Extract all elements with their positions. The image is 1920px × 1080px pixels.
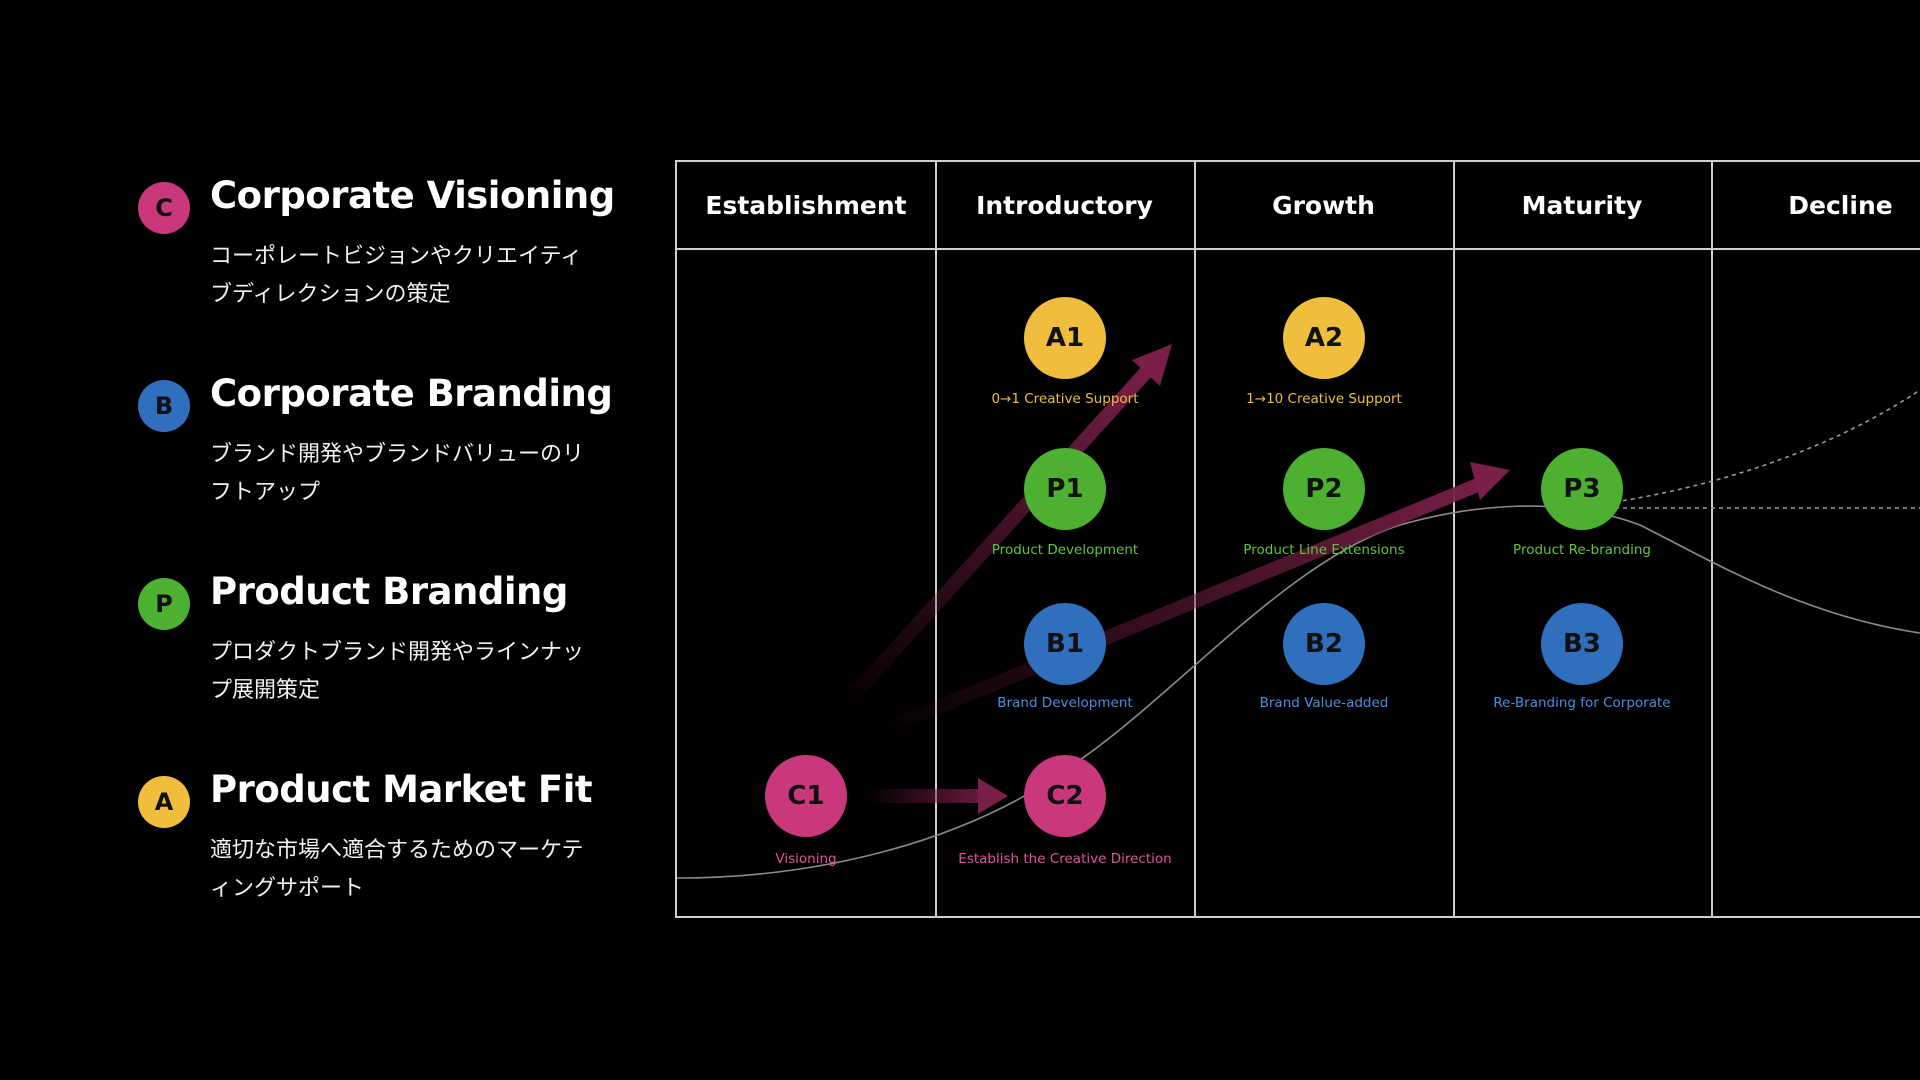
node-a2-label: 1→10 Creative Support	[1246, 391, 1402, 407]
node-p3: P3	[1541, 448, 1623, 530]
node-c2-label: Establish the Creative Direction	[958, 851, 1172, 867]
node-p2: P2	[1283, 448, 1365, 530]
lifecycle-curve	[676, 505, 1920, 879]
badge-c: C	[138, 182, 190, 234]
node-c1: C1	[765, 755, 847, 837]
node-a1: A1	[1024, 297, 1106, 379]
lifecycle-table: Establishment Introductory Growth Maturi…	[675, 160, 1920, 918]
node-b2-label: Brand Value-added	[1259, 695, 1389, 711]
node-b2: B2	[1283, 603, 1365, 685]
column-divider	[1453, 162, 1455, 916]
legend-description: 適切な市場へ適合するためのマーケティングサポート	[210, 838, 584, 901]
header-divider	[677, 248, 1920, 250]
node-a1-label: 0→1 Creative Support	[991, 391, 1139, 407]
node-b1: B1	[1024, 603, 1106, 685]
node-c1-label: Visioning	[775, 851, 837, 867]
arrow-to-a1	[834, 344, 1172, 715]
stage-growth: Growth	[1272, 190, 1375, 220]
legend-description: コーポレートビジョンやクリエイティブディレクションの策定	[210, 244, 583, 307]
node-p2-label: Product Line Extensions	[1243, 542, 1405, 558]
badge-b: B	[138, 380, 190, 432]
arrow-c1-to-c2	[865, 778, 1008, 814]
column-divider	[935, 162, 937, 916]
legend-title: Product Branding	[210, 570, 568, 613]
column-divider	[1711, 162, 1713, 916]
node-b3-label: Re-Branding for Corporate	[1493, 695, 1671, 711]
legend-title: Product Market Fit	[210, 768, 593, 811]
node-p3-label: Product Re-branding	[1513, 542, 1651, 558]
stage-establishment: Establishment	[705, 190, 907, 220]
node-b3: B3	[1541, 603, 1623, 685]
projection-curve-upper	[1614, 389, 1920, 503]
badge-a: A	[138, 776, 190, 828]
legend-description: ブランド開発やブランドバリューのリフトアップ	[210, 442, 585, 505]
node-p1: P1	[1024, 448, 1106, 530]
badge-p: P	[138, 578, 190, 630]
arrow-to-p3	[867, 462, 1510, 742]
legend-title: Corporate Branding	[210, 372, 613, 415]
node-a2: A2	[1283, 297, 1365, 379]
legend-description: プロダクトブランド開発やラインナップ展開策定	[210, 640, 585, 703]
legend-title: Corporate Visioning	[210, 174, 615, 217]
column-divider	[1194, 162, 1196, 916]
stage-maturity: Maturity	[1521, 190, 1643, 220]
node-p1-label: Product Development	[991, 542, 1139, 558]
stage-decline: Decline	[1788, 190, 1893, 220]
node-c2: C2	[1024, 755, 1106, 837]
node-b1-label: Brand Development	[997, 695, 1133, 711]
stage-introductory: Introductory	[976, 190, 1153, 220]
